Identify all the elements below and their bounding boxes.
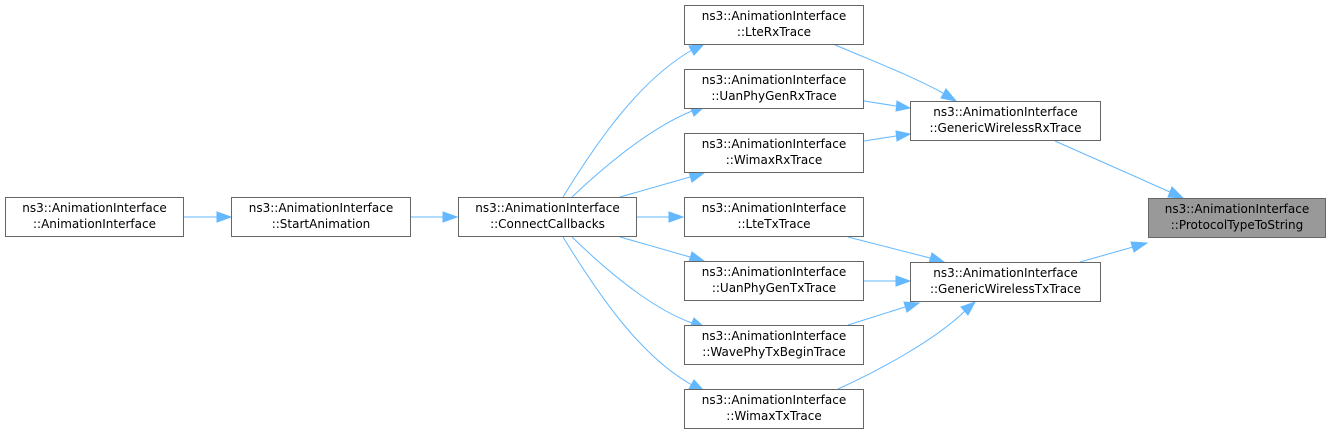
edge-wave-phy-tx-begin-to-generic-wireless-tx — [847, 301, 921, 326]
edge-lte-rx-to-generic-wireless-rx — [832, 43, 958, 102]
edge-connect-callbacks-to-lte-rx — [562, 43, 706, 198]
node-label-line1: ns3::AnimationInterface — [701, 393, 847, 407]
edge-wimax-tx-to-generic-wireless-tx — [837, 301, 977, 390]
node-label-line2: ::StartAnimation — [271, 217, 371, 231]
node-uan-phy-gen-rx-trace[interactable]: ns3::AnimationInterface ::UanPhyGenRxTra… — [684, 69, 864, 109]
node-generic-wireless-tx-trace[interactable]: ns3::AnimationInterface ::GenericWireles… — [910, 262, 1101, 302]
node-start-animation[interactable]: ns3::AnimationInterface ::StartAnimation — [231, 197, 411, 237]
node-generic-wireless-rx-trace[interactable]: ns3::AnimationInterface ::GenericWireles… — [910, 101, 1101, 141]
node-connect-callbacks[interactable]: ns3::AnimationInterface ::ConnectCallbac… — [458, 197, 637, 237]
node-protocol-type-to-string: ns3::AnimationInterface ::ProtocolTypeTo… — [1148, 198, 1326, 238]
edge-lte-tx-to-generic-wireless-tx — [847, 236, 946, 264]
node-label-line2: ::ConnectCallbacks — [490, 217, 605, 231]
node-lte-tx-trace[interactable]: ns3::AnimationInterface ::LteTxTrace — [684, 197, 864, 237]
node-label-line1: ns3::AnimationInterface — [248, 201, 394, 215]
node-label-line1: ns3::AnimationInterface — [701, 9, 847, 23]
node-label-line1: ns3::AnimationInterface — [701, 265, 847, 279]
edge-wimax-rx-to-generic-wireless-rx — [863, 130, 912, 142]
node-label-line2: ::WimaxTxTrace — [726, 409, 822, 423]
node-label-line1: ns3::AnimationInterface — [701, 73, 847, 87]
edge-connect-callbacks-to-uan-phy-gen-tx — [619, 236, 706, 263]
node-label-line2: ::LteRxTrace — [736, 25, 812, 39]
edge-animation-interface-to-start-animation — [184, 211, 233, 223]
edge-start-animation-to-connect-callbacks — [411, 211, 459, 223]
edge-uan-phy-gen-tx-to-generic-wireless-tx — [864, 275, 912, 287]
node-label-line1: ns3::AnimationInterface — [1164, 202, 1310, 216]
edge-uan-phy-gen-rx-to-generic-wireless-rx — [863, 100, 912, 112]
edge-connect-callbacks-to-wimax-tx — [562, 236, 706, 392]
edge-generic-wireless-rx-to-protocol-type — [1054, 140, 1185, 199]
node-label-line1: ns3::AnimationInterface — [701, 329, 847, 343]
node-lte-rx-trace[interactable]: ns3::AnimationInterface ::LteRxTrace — [684, 5, 864, 45]
node-label-line2: ::WimaxRxTrace — [725, 153, 823, 167]
node-wimax-tx-trace[interactable]: ns3::AnimationInterface ::WimaxTxTrace — [684, 389, 864, 429]
node-label-line2: ::LteTxTrace — [737, 217, 811, 231]
node-wave-phy-tx-begin-trace[interactable]: ns3::AnimationInterface ::WavePhyTxBegin… — [684, 325, 864, 365]
edge-connect-callbacks-to-lte-tx — [637, 211, 685, 223]
node-label-line1: ns3::AnimationInterface — [475, 201, 620, 215]
edge-generic-wireless-tx-to-protocol-type — [1079, 241, 1149, 263]
node-label-line1: ns3::AnimationInterface — [22, 201, 167, 215]
node-label-line2: ::ProtocolTypeToString — [1170, 218, 1304, 232]
node-label-line2: ::UanPhyGenRxTrace — [711, 89, 837, 103]
node-label-line2: ::AnimationInterface — [33, 217, 156, 231]
node-animation-interface[interactable]: ns3::AnimationInterface ::AnimationInter… — [5, 197, 184, 237]
node-label-line2: ::WavePhyTxBeginTrace — [702, 345, 846, 359]
node-label-line2: ::UanPhyGenTxTrace — [711, 281, 837, 295]
edge-connect-callbacks-to-wimax-rx — [619, 171, 706, 198]
node-label-line2: ::GenericWirelessRxTrace — [929, 121, 1082, 135]
node-label-line1: ns3::AnimationInterface — [701, 137, 847, 151]
node-label-line1: ns3::AnimationInterface — [701, 201, 847, 215]
node-wimax-rx-trace[interactable]: ns3::AnimationInterface ::WimaxRxTrace — [684, 133, 864, 173]
node-uan-phy-gen-tx-trace[interactable]: ns3::AnimationInterface ::UanPhyGenTxTra… — [684, 261, 864, 301]
node-label-line1: ns3::AnimationInterface — [933, 105, 1078, 119]
node-label-line1: ns3::AnimationInterface — [933, 266, 1078, 280]
node-label-line2: ::GenericWirelessTxTrace — [929, 282, 1082, 296]
